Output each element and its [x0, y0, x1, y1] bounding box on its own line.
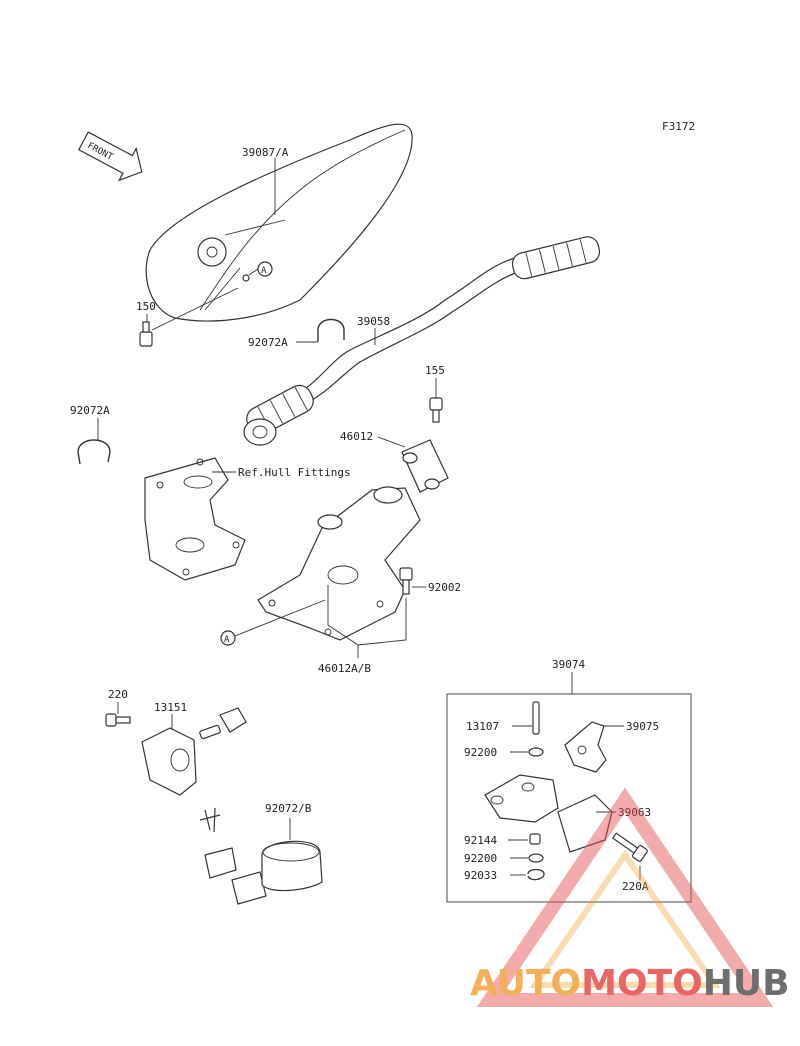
- label-150: 150: [136, 300, 156, 313]
- callout-a-bottom: [220, 630, 236, 646]
- label-13151: 13151: [154, 701, 187, 714]
- clip-92072a-top: [317, 318, 345, 342]
- front-arrow-icon: FRONT: [78, 131, 143, 182]
- label-92072b: 92072/B: [265, 802, 312, 815]
- washer-92200-top: [528, 747, 544, 757]
- circlip-92033: [527, 868, 545, 881]
- label-39087: 39087/A: [242, 146, 289, 159]
- label-92200-top: 92200: [464, 746, 497, 759]
- leader-callout-a-top: [248, 268, 259, 276]
- callout-a-bottom-label: A: [224, 635, 230, 645]
- watermark-logo: AUTOMOTOHUB: [470, 787, 790, 1007]
- pin-13107: [532, 701, 540, 735]
- label-39075: 39075: [626, 720, 659, 733]
- hull-bracket: [144, 457, 246, 581]
- label-220a: 220A: [622, 880, 649, 893]
- screw-220: [105, 713, 131, 727]
- label-46012: 46012: [340, 430, 373, 443]
- ref-hull-fittings: Ref.Hull Fittings: [238, 466, 351, 479]
- watermark-text: AUTOMOTOHUB: [470, 963, 790, 1004]
- figure-code: F3172: [662, 120, 695, 133]
- steering-post: [257, 486, 421, 641]
- leader-callout-a-bottom: [234, 599, 326, 637]
- lever-39075: [564, 721, 607, 773]
- screw-150: [139, 321, 153, 347]
- label-13107: 13107: [466, 720, 499, 733]
- bolt-155: [429, 397, 443, 423]
- spring-92144: [529, 833, 541, 845]
- clip-92072a-left: [77, 439, 111, 465]
- label-220: 220: [108, 688, 128, 701]
- label-39074: 39074: [552, 658, 585, 671]
- leader-46012: [377, 436, 406, 448]
- washer-92200-bottom: [528, 853, 544, 863]
- label-155: 155: [425, 364, 445, 377]
- leader-150: [151, 287, 239, 331]
- bolt-92002: [399, 567, 413, 595]
- label-39058: 39058: [357, 315, 390, 328]
- label-92144: 92144: [464, 834, 497, 847]
- clamp-92072b: [199, 807, 323, 905]
- bolt-220a: [611, 832, 648, 862]
- handlebar-cover: [145, 123, 413, 322]
- cover-39063: [557, 794, 613, 853]
- throttle-holder: [484, 774, 559, 823]
- leader-46012ab-a: [327, 585, 359, 646]
- leader-46012ab-b: [357, 598, 407, 646]
- label-39063: 39063: [618, 806, 651, 819]
- label-92002: 92002: [428, 581, 461, 594]
- label-92033: 92033: [464, 869, 497, 882]
- handlebar: [243, 236, 601, 446]
- label-92200-bottom: 92200: [464, 852, 497, 865]
- label-92072a-left: 92072A: [70, 404, 110, 417]
- callout-a-top-label: A: [261, 266, 267, 276]
- switch-13151: [141, 707, 247, 796]
- label-92072a-top: 92072A: [248, 336, 288, 349]
- clamp-46012: [401, 439, 449, 493]
- assembly-box-39074: [446, 693, 692, 903]
- label-46012ab: 46012A/B: [318, 662, 371, 675]
